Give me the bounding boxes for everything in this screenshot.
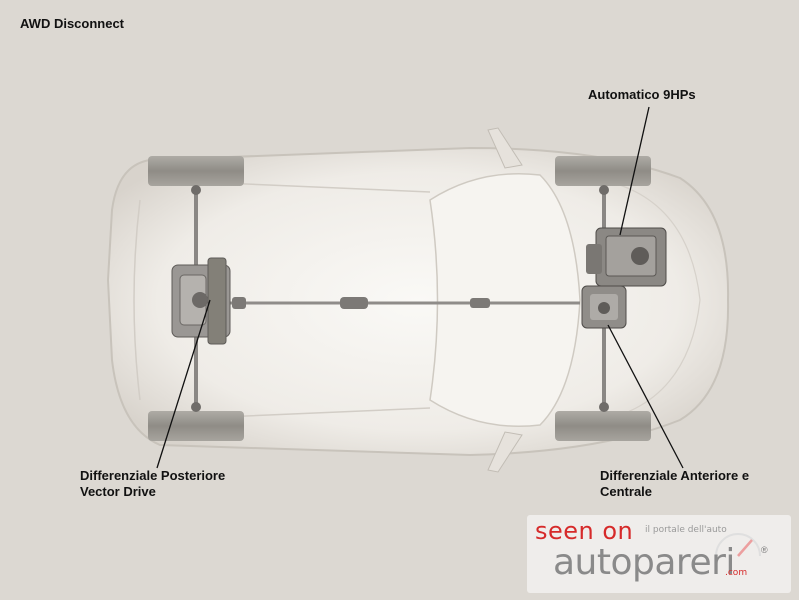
label-front-differential-line1: Differenziale Anteriore e <box>600 468 750 483</box>
tyre-rear-bottom <box>148 411 244 441</box>
hood-lines <box>619 184 701 416</box>
tyre-front-top <box>555 156 651 186</box>
label-front-differential: Differenziale Anteriore e Centrale <box>600 468 790 500</box>
label-rear-differential-line2: Vector Drive <box>80 484 156 499</box>
windscreen <box>429 172 581 428</box>
watermark: seen on il portale dell'auto autopareri … <box>527 515 791 593</box>
mirror-top <box>487 127 523 169</box>
rear-window <box>133 199 141 401</box>
watermark-dotcom: .com <box>725 568 748 578</box>
watermark-registered: ® <box>761 545 768 555</box>
label-transmission: Automatico 9HPs <box>588 87 696 103</box>
label-rear-differential-line1: Differenziale Posteriore <box>80 468 226 483</box>
watermark-seen-on: seen on <box>535 517 634 545</box>
diagram-title: AWD Disconnect <box>20 16 125 31</box>
front-differential <box>581 285 627 329</box>
leader-rear-diff <box>156 299 211 469</box>
transmission <box>586 227 667 287</box>
label-front-differential-line2: Centrale <box>600 484 653 499</box>
tyre-rear-top <box>148 156 244 186</box>
tyre-front-bottom <box>555 411 651 441</box>
leader-front-diff <box>607 324 684 469</box>
rear-differential <box>171 257 231 345</box>
leader-transmission <box>619 106 650 236</box>
watermark-tagline: il portale dell'auto <box>645 525 727 535</box>
label-rear-differential: Differenziale Posteriore Vector Drive <box>80 468 280 500</box>
label-transmission-text: Automatico 9HPs <box>588 87 696 102</box>
mirror-bottom <box>487 431 523 473</box>
watermark-brand: autopareri <box>553 542 735 583</box>
